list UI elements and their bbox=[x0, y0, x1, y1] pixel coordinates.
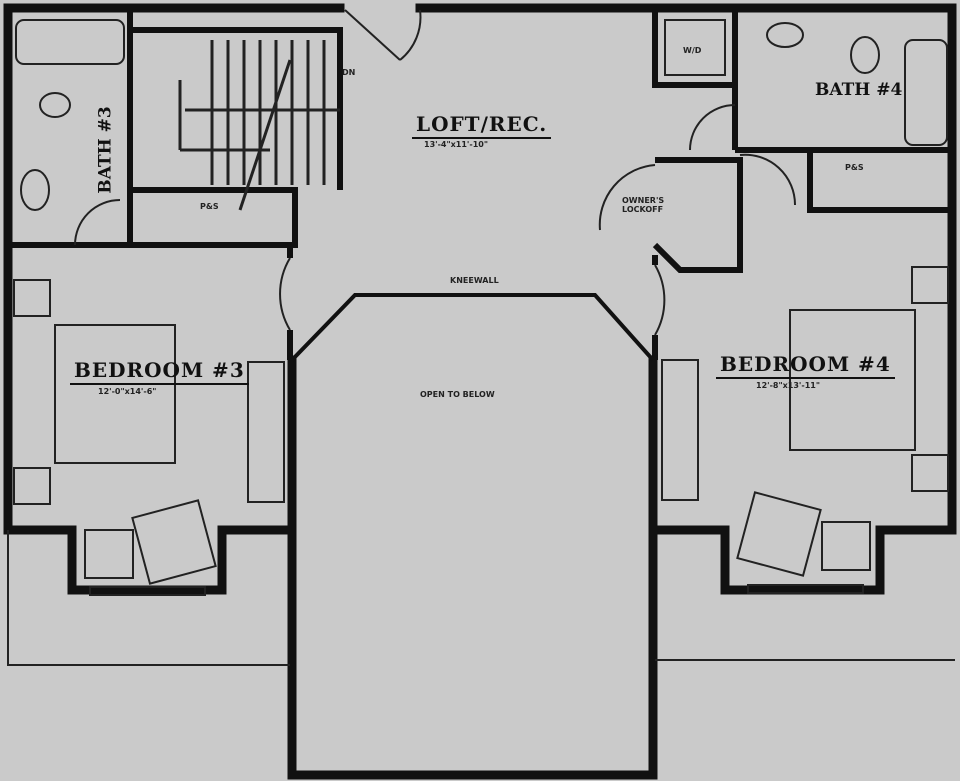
loft-dimensions: 13'-4"x11'-10" bbox=[424, 140, 488, 149]
kneewall bbox=[290, 293, 655, 362]
bath4-label: BATH #4 bbox=[815, 80, 903, 100]
wd-wall bbox=[652, 8, 735, 88]
open-to-below-label: OPEN TO BELOW bbox=[420, 390, 495, 399]
bed3-window bbox=[89, 586, 206, 596]
stair-wall bbox=[130, 27, 343, 248]
ps-left-label: P&S bbox=[200, 202, 219, 211]
bath3-wall bbox=[8, 8, 133, 248]
wd-label: W/D bbox=[683, 46, 702, 55]
bed4-window bbox=[747, 584, 864, 594]
bath3-tub bbox=[15, 19, 125, 65]
ps-right-label: P&S bbox=[845, 163, 864, 172]
bed4-dresser bbox=[661, 359, 699, 501]
bedroom4-dimensions: 12'-8"x13'-11" bbox=[756, 381, 820, 390]
bath4-tub bbox=[904, 39, 948, 146]
door-swing-bed4 bbox=[654, 264, 666, 336]
bed4-nightstand-top bbox=[911, 266, 949, 304]
door-swing-bath3 bbox=[74, 199, 121, 246]
bed4 bbox=[789, 309, 916, 451]
bed3-lower-line bbox=[7, 530, 955, 666]
bath4-toilet bbox=[850, 36, 880, 74]
stairs bbox=[178, 40, 340, 211]
bed3-dresser bbox=[247, 361, 285, 503]
bedroom3-label: BEDROOM #3 bbox=[70, 358, 249, 385]
door-swing-bed3 bbox=[279, 257, 291, 331]
bath3-sink bbox=[39, 92, 71, 118]
bed3-chair bbox=[131, 499, 217, 585]
door-swing-loft bbox=[344, 9, 422, 61]
bed3 bbox=[54, 324, 176, 464]
bed4-chair bbox=[736, 491, 822, 577]
bath3-toilet bbox=[20, 169, 50, 211]
bed4-nightstand-bottom bbox=[911, 454, 949, 492]
bath3-label: BATH #3 bbox=[95, 106, 116, 194]
door-swing-lockoff bbox=[598, 164, 656, 231]
outer-wall-right bbox=[650, 3, 957, 595]
bedroom3-dimensions: 12'-0"x14'-6" bbox=[98, 387, 157, 396]
bed4-table bbox=[821, 521, 871, 571]
bath4-sink-1 bbox=[766, 22, 804, 48]
wd-unit bbox=[664, 19, 726, 76]
lockoff-wall bbox=[652, 157, 743, 273]
bed3-nightstand-top bbox=[13, 279, 51, 317]
open-area-walls bbox=[287, 355, 658, 780]
bed3-table bbox=[84, 529, 134, 579]
bath4-wall bbox=[732, 8, 952, 213]
door-swing-bath4 bbox=[689, 104, 797, 206]
stairs-down-label: DN bbox=[342, 68, 356, 77]
bed3-nightstand-bottom bbox=[13, 467, 51, 505]
lockoff-label: OWNER'S LOCKOFF bbox=[622, 196, 665, 214]
kneewall-label: KNEEWALL bbox=[450, 276, 499, 285]
bedroom4-label: BEDROOM #4 bbox=[716, 352, 895, 379]
loft-label: LOFT/REC. bbox=[412, 112, 552, 139]
